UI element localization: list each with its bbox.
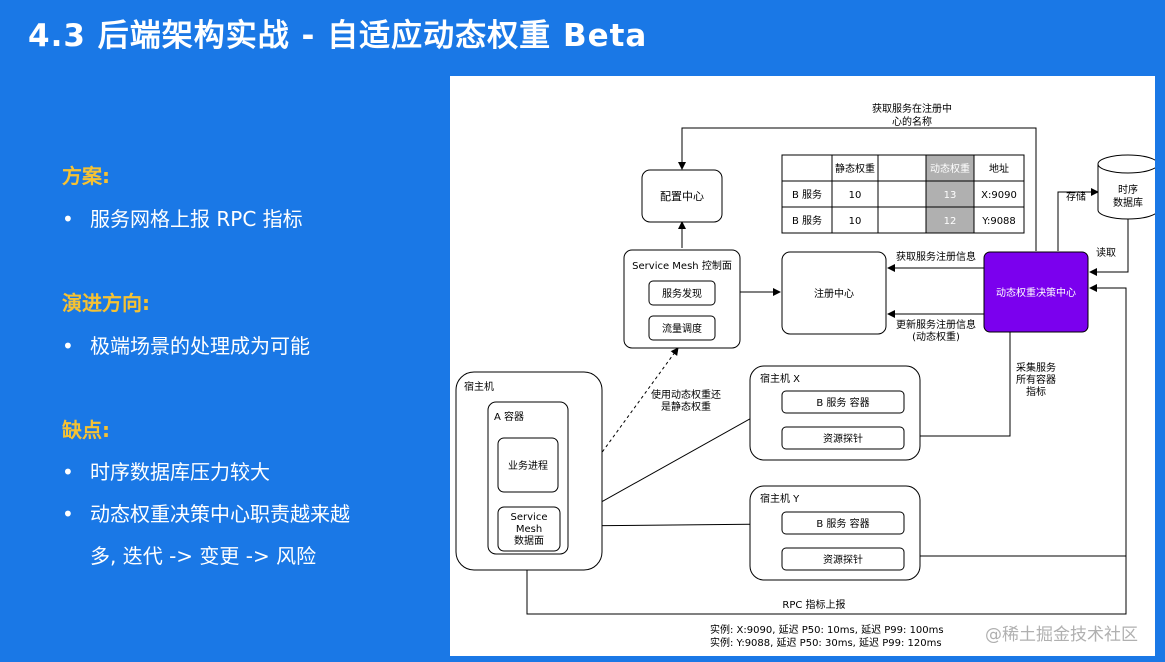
label-update-info: (动态权重)	[912, 330, 960, 343]
cons-item-text: 动态权重决策中心职责越来越	[90, 502, 350, 526]
bullet-icon: •	[62, 460, 74, 484]
table-cell: X:9090	[981, 190, 1017, 201]
biz-process-box	[497, 437, 559, 493]
label-get-names: 获取服务在注册中	[872, 102, 952, 115]
table-cell: Y:9088	[981, 216, 1016, 227]
label-use-weight: 使用动态权重还	[651, 388, 721, 401]
biz-process-label: 业务进程	[508, 459, 548, 472]
probe-x-label: 资源探针	[823, 432, 863, 445]
evolution-item-text: 极端场景的处理成为可能	[90, 334, 310, 358]
bullet-icon: •	[62, 502, 74, 526]
weight-table: 静态权重 动态权重 地址 B 服务 10 13 X:9090 B 服务 10 1…	[781, 154, 1025, 234]
tsdb-cylinder	[1097, 154, 1155, 220]
b-container-y-box	[781, 511, 905, 535]
cons-item-continuation: 多, 迭代 -> 变更 -> 风险	[90, 544, 317, 568]
probe-y-label: 资源探针	[823, 553, 863, 566]
b-container-x-label: B 服务 容器	[816, 396, 869, 409]
container-a-label: A 容器	[494, 410, 524, 423]
edge-rpc-report	[526, 284, 1127, 615]
config-center-box	[641, 169, 723, 223]
edge-collect-x	[905, 332, 1011, 440]
evolution-heading: 演进方向:	[62, 291, 150, 315]
edge-get-names	[678, 127, 1037, 251]
mesh-dataplane-label: 数据面	[514, 534, 544, 547]
bullet-icon: •	[62, 207, 74, 231]
table-cell: 10	[849, 190, 862, 201]
control-plane-title: Service Mesh 控制面	[632, 259, 732, 272]
label-collect: 指标	[1026, 385, 1046, 398]
label-rpc-report: RPC 指标上报	[782, 598, 845, 611]
decision-center-box	[983, 251, 1089, 333]
b-container-y-label: B 服务 容器	[816, 517, 869, 530]
service-discovery-box	[648, 280, 716, 306]
plan-item: • 服务网格上报 RPC 指标	[62, 203, 303, 232]
host-a-label: 宿主机	[464, 380, 494, 393]
table-cell: 13	[944, 190, 957, 201]
mesh-dataplane-label: Mesh	[516, 524, 542, 535]
example-line: 实例: Y:9088, 延迟 P50: 30ms, 延迟 P99: 120ms	[710, 636, 942, 649]
label-update-info: 更新服务注册信息	[896, 318, 976, 331]
table-header-dynamic: 动态权重	[930, 162, 970, 175]
plan-heading: 方案:	[62, 164, 110, 188]
diagram-canvas: 配置中心 静态权重 动态权重 地址 B 服务 10 13 X:9090 B 服务…	[455, 102, 1155, 649]
config-center-label: 配置中心	[660, 190, 704, 203]
traffic-scheduling-label: 流量调度	[662, 322, 702, 335]
cons-item: • 时序数据库压力较大	[62, 456, 270, 485]
probe-y-box	[781, 547, 905, 571]
watermark: @稀土掘金技术社区	[985, 625, 1138, 645]
plan-item-text: 服务网格上报 RPC 指标	[90, 207, 303, 231]
label-store: 存储	[1066, 190, 1086, 203]
probe-x-box	[781, 426, 905, 450]
bullet-icon: •	[62, 334, 74, 358]
mesh-dataplane-box	[497, 506, 561, 552]
table-cell: 10	[849, 216, 862, 227]
label-get-info: 获取服务注册信息	[896, 250, 976, 263]
example-line: 实例: X:9090, 延迟 P50: 10ms, 延迟 P99: 100ms	[710, 623, 944, 636]
table-cell: 12	[944, 216, 957, 227]
traffic-scheduling-box	[648, 315, 716, 341]
table-header-static: 静态权重	[835, 162, 875, 175]
table-header-address: 地址	[989, 162, 1009, 175]
table-cell: B 服务	[792, 214, 822, 227]
label-collect: 采集服务	[1016, 361, 1056, 374]
table-cell: B 服务	[792, 188, 822, 201]
evolution-item: • 极端场景的处理成为可能	[62, 330, 310, 359]
cons-item-text: 时序数据库压力较大	[90, 460, 270, 484]
label-read: 读取	[1096, 246, 1116, 259]
slide-title: 4.3 后端架构实战 - 自适应动态权重 Beta	[28, 18, 648, 54]
registry-box	[781, 251, 887, 335]
label-collect: 所有容器	[1016, 373, 1056, 386]
tsdb-label: 时序	[1118, 183, 1138, 196]
cons-item: • 动态权重决策中心职责越来越	[62, 498, 350, 527]
tsdb-label: 数据库	[1113, 196, 1143, 209]
cons-heading: 缺点:	[62, 418, 110, 442]
label-get-names: 心的名称	[892, 115, 932, 128]
edge-store	[1057, 188, 1099, 251]
architecture-diagram: 配置中心 静态权重 动态权重 地址 B 服务 10 13 X:9090 B 服务…	[450, 76, 1155, 656]
b-container-x-box	[781, 390, 905, 414]
label-use-weight: 是静态权重	[661, 400, 711, 413]
mesh-dataplane-label: Service	[511, 512, 548, 523]
host-x-label: 宿主机 X	[760, 372, 800, 385]
host-y-label: 宿主机 Y	[760, 492, 800, 505]
decision-center-label: 动态权重决策中心	[996, 286, 1076, 299]
registry-label: 注册中心	[814, 287, 854, 300]
service-discovery-label: 服务发现	[662, 287, 702, 300]
edge-read	[1089, 216, 1129, 276]
